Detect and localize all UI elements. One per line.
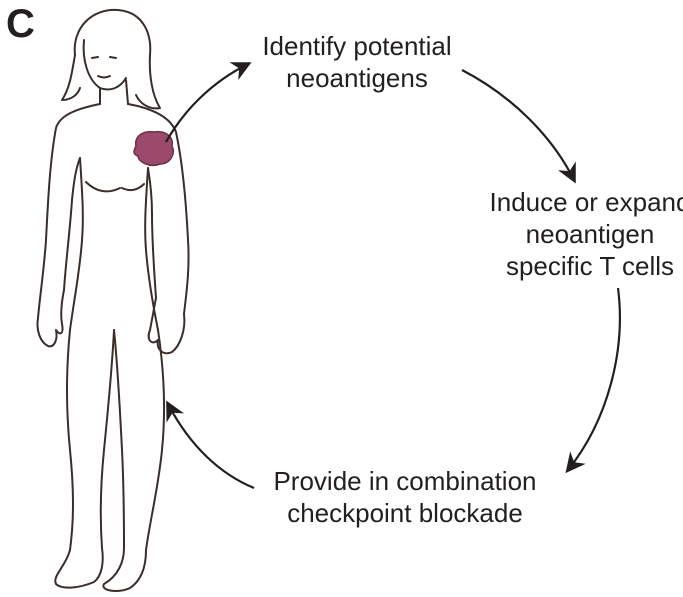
right-leg-outer bbox=[146, 330, 164, 550]
step-text-line: neoantigen bbox=[470, 218, 683, 250]
torso-left bbox=[70, 158, 83, 330]
left-arm-inner bbox=[64, 158, 80, 290]
step-text-line: specific T cells bbox=[470, 250, 683, 282]
left-leg-inner bbox=[101, 330, 114, 548]
hair-outline-left bbox=[62, 55, 80, 100]
step-text-line: checkpoint blockade bbox=[250, 497, 560, 529]
left-arm-outer bbox=[38, 104, 100, 318]
right-foot bbox=[103, 548, 146, 591]
chest-lines bbox=[86, 182, 144, 191]
left-leg-outer bbox=[67, 330, 73, 550]
face-outline bbox=[84, 40, 126, 90]
mouth bbox=[98, 76, 110, 78]
step-text-line: Identify potential bbox=[242, 30, 472, 62]
step-text-line: neoantigens bbox=[242, 62, 472, 94]
step-text-line: Induce or expand bbox=[470, 186, 683, 218]
right-leg-inner bbox=[114, 330, 124, 548]
left-foot bbox=[55, 548, 102, 588]
arrow-provide-to-patient bbox=[168, 404, 254, 488]
step-induce-t-cells: Induce or expand neoantigen specific T c… bbox=[470, 186, 683, 282]
arrow-induce-to-provide bbox=[568, 288, 620, 470]
eyes bbox=[92, 57, 116, 58]
tumor-icon bbox=[134, 132, 173, 166]
neck bbox=[100, 80, 128, 104]
left-hand bbox=[37, 290, 64, 346]
arrow-tumor-to-identify bbox=[166, 64, 248, 142]
step-text-line: Provide in combination bbox=[250, 465, 560, 497]
arrow-identify-to-induce bbox=[462, 70, 574, 180]
hair-outline bbox=[75, 10, 160, 109]
female-body-icon bbox=[37, 10, 188, 591]
step-identify-neoantigens: Identify potential neoantigens bbox=[242, 30, 472, 94]
step-checkpoint-blockade: Provide in combination checkpoint blocka… bbox=[250, 465, 560, 529]
